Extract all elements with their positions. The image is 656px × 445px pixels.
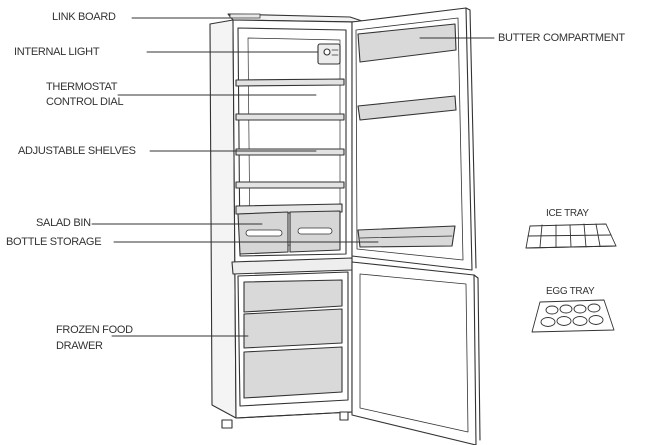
bottle-storage-shelf (357, 225, 456, 248)
label-butter-compartment: BUTTER COMPARTMENT (498, 32, 625, 44)
internal-light (317, 43, 341, 65)
label-egg-tray: EGG TRAY (546, 286, 595, 297)
label-thermostat-line1: THERMOSTAT (46, 81, 118, 93)
label-link-board: LINK BOARD (52, 11, 116, 23)
label-thermostat-line2: CONTROL DIAL (46, 96, 124, 108)
fridge-door (351, 7, 477, 271)
label-internal-light: INTERNAL LIGHT (14, 46, 100, 58)
butter-compartment (357, 23, 457, 63)
label-frozen-line1: FROZEN FOOD (56, 324, 133, 336)
adjustable-shelves (235, 78, 345, 189)
label-salad-bin: SALAD BIN (36, 217, 91, 229)
freezer-door (351, 261, 481, 445)
ice-tray (525, 223, 617, 249)
leader-lines (91, 17, 495, 337)
label-ice-tray: ICE TRAY (546, 208, 589, 219)
label-bottle-storage: BOTTLE STORAGE (6, 236, 102, 248)
label-frozen-line2: DRAWER (56, 340, 103, 352)
egg-tray (531, 299, 615, 333)
freezer-drawers (243, 279, 343, 399)
label-adjustable-shelves: ADJUSTABLE SHELVES (18, 145, 136, 157)
